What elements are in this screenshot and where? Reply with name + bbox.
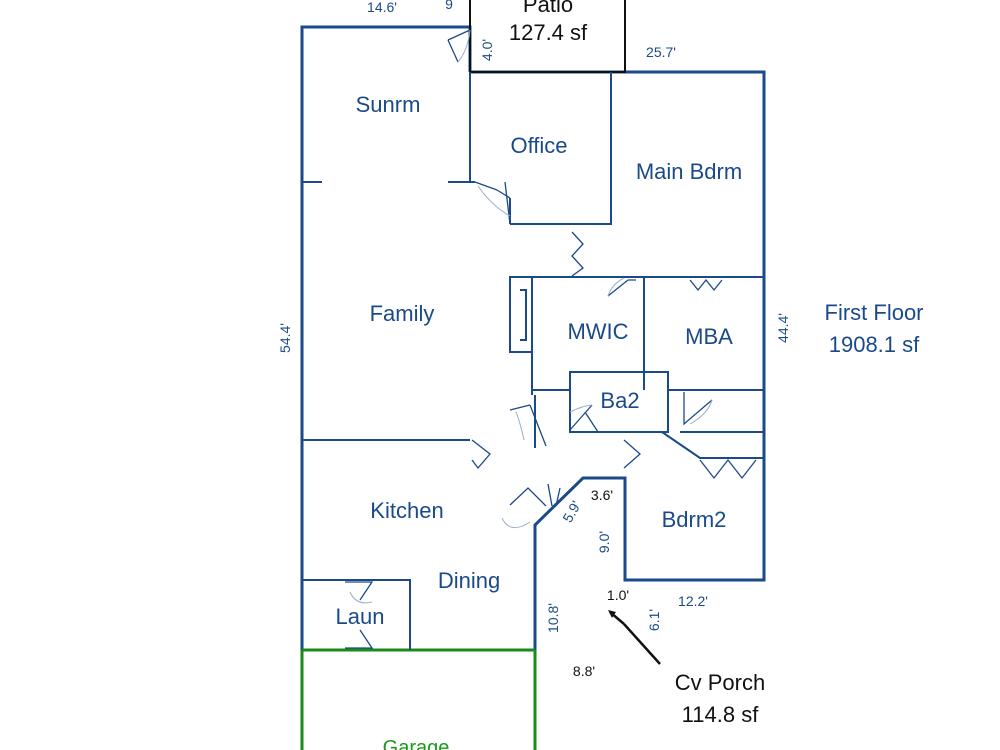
patio-area: 127.4 sf bbox=[509, 20, 588, 45]
patio-name: Patio bbox=[523, 0, 573, 17]
dim-bdrm2-bottom: 12.2' bbox=[678, 593, 708, 609]
porch-markers bbox=[608, 610, 661, 665]
room-label-mwic: MWIC bbox=[567, 319, 628, 344]
dim-porch-side: 9.0' bbox=[596, 531, 612, 553]
room-label-sunroom: Sunrm bbox=[356, 92, 421, 117]
room-label-mba: MBA bbox=[685, 324, 733, 349]
room-label-family: Family bbox=[370, 301, 435, 326]
floor-name: First Floor bbox=[825, 300, 924, 325]
dim-right-side: 44.4' bbox=[775, 313, 791, 343]
dim-porch-diag: 5.9' bbox=[559, 498, 584, 525]
interior-walls bbox=[302, 72, 764, 650]
garage-outline bbox=[300, 648, 537, 750]
dim-porch-top: 3.6' bbox=[591, 487, 613, 503]
room-label-office: Office bbox=[510, 133, 567, 158]
dim-porch-left: 10.8' bbox=[545, 603, 561, 633]
room-label-ba2: Ba2 bbox=[600, 388, 639, 413]
floor-area: 1908.1 sf bbox=[829, 332, 920, 357]
dim-left-side: 54.4' bbox=[277, 323, 293, 353]
porch-area: 114.8 sf bbox=[682, 702, 760, 727]
porch-name: Cv Porch bbox=[675, 670, 765, 695]
dim-porch-right: 6.1' bbox=[646, 609, 662, 631]
room-label-kitchen: Kitchen bbox=[370, 498, 443, 523]
dim-patio-depth: 4.0' bbox=[479, 39, 495, 61]
dim-porch-bottom: 8.8' bbox=[573, 663, 595, 679]
dim-porch-step: 1.0' bbox=[607, 587, 629, 603]
room-label-main-bedroom: Main Bdrm bbox=[636, 159, 742, 184]
room-label-garage: Garage bbox=[383, 737, 450, 750]
dim-top-cut: 9 bbox=[445, 0, 453, 12]
room-label-bedroom2: Bdrm2 bbox=[662, 507, 727, 532]
room-label-dining: Dining bbox=[438, 568, 500, 593]
room-label-laundry: Laun bbox=[336, 604, 385, 629]
dim-top-left: 14.6' bbox=[367, 0, 397, 15]
doors bbox=[345, 29, 757, 649]
dim-top-right: 25.7' bbox=[646, 44, 676, 60]
